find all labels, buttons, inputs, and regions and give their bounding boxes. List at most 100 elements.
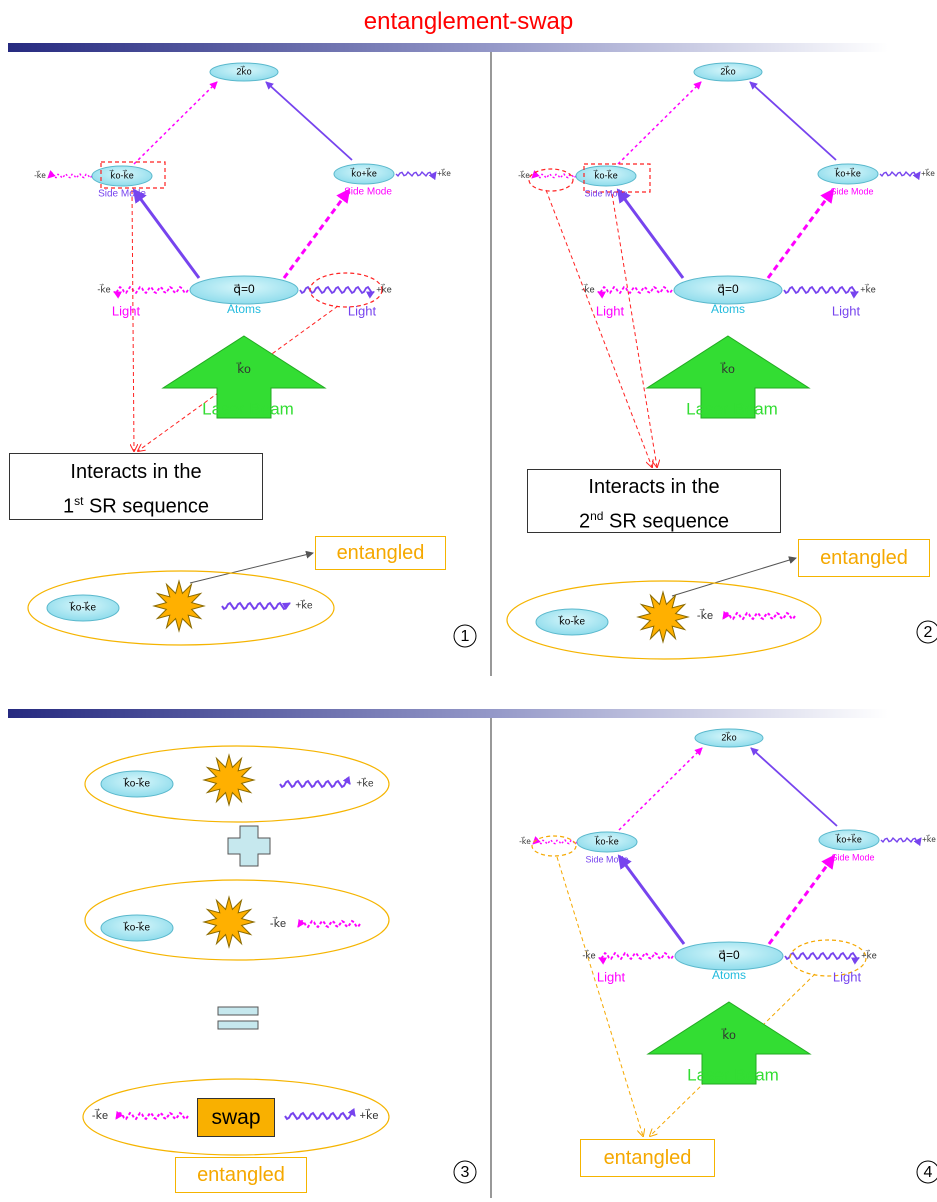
p3-plus-sign <box>227 825 271 867</box>
p1-side-mode-left: Side Mode <box>98 189 146 200</box>
header-bar-bottom <box>8 709 888 718</box>
p4-label-plus-ke: +k⃗e <box>861 950 876 961</box>
p3-ellipse-1 <box>84 745 390 823</box>
p1-node-2k0 <box>209 62 279 82</box>
p1-node-k0-minus-ke-label: k⃗o-k⃗e <box>109 170 134 181</box>
p2-bottom-node-label: k⃗o-k⃗e <box>558 615 586 628</box>
p2-laser-arrow <box>645 335 811 419</box>
p2-side-mode-right: Side Mode <box>830 186 873 196</box>
p1-red-line-side <box>132 189 134 451</box>
p1-bottom-plus-ke: +k⃗e <box>295 599 313 612</box>
p4-highlight-minus-ke <box>531 835 577 857</box>
p4-atoms-label: Atoms <box>712 968 746 982</box>
p1-side-mode-right: Side Mode <box>344 187 392 198</box>
p1-light-right: Light <box>348 303 377 318</box>
p2-red-line-light <box>545 189 652 467</box>
p1-node-atoms-label: q⃗=0 <box>233 282 255 296</box>
p1-label-plus-ke-small: +k⃗e <box>437 168 451 178</box>
p3-ellipse-2 <box>84 879 390 961</box>
interacts-line2: 2nd SR sequence <box>578 509 730 533</box>
p4-side-mode-right: Side Mode <box>831 852 874 862</box>
p3-row1-plus-ke: +k⃗e <box>356 777 374 790</box>
p2-label-minus-ke-small: -k⃗e <box>518 170 530 180</box>
p2-wave-right-light <box>783 285 859 299</box>
p3-row2-minus-ke: -k⃗e <box>270 916 286 930</box>
p4-node-k0-minus-ke-label: k⃗o-k⃗e <box>594 836 619 847</box>
p4-wave-right-light <box>784 951 860 965</box>
p1-bottom-node-label: k⃗o-k⃗e <box>69 601 97 614</box>
p4-label-minus-ke-small: -k⃗e <box>519 836 531 846</box>
p1-node-k0-plus-ke <box>333 163 395 185</box>
p4-node-2k0-label: 2k⃗o <box>721 732 736 743</box>
p1-node-k0-plus-ke-label: k⃗o+k⃗e <box>350 168 377 179</box>
p4-laser-k0: k⃗o <box>721 1027 736 1042</box>
p2-label-plus-ke-small: +k⃗e <box>921 168 935 178</box>
p3-row3-wave-right <box>284 1107 356 1121</box>
p4-node-k0-minus-ke <box>576 831 638 853</box>
p2-side-mode-left: Side Mode <box>584 188 627 198</box>
p2-highlight-k0-minus-ke <box>583 163 651 193</box>
p1-arrow-left-top <box>133 81 218 165</box>
p2-wave-right-side <box>879 171 921 181</box>
p2-node-k0-minus-ke <box>575 165 637 187</box>
p2-atoms-label: Atoms <box>711 302 745 316</box>
p4-arrow-left-top <box>618 747 703 831</box>
p1-node-2k0-label: 2k⃗o <box>236 66 251 77</box>
p4-label-minus-ke: -k⃗e <box>582 950 595 961</box>
p1-wave-right-side <box>395 171 437 181</box>
interacts-box-2: Interacts in the 2nd SR sequence <box>527 469 781 533</box>
p3-row3-wave-left <box>115 1110 189 1121</box>
interacts-line1: Interacts in the <box>70 461 202 483</box>
p4-number-digit: 4 <box>924 1164 933 1181</box>
p3-row2-wave <box>297 918 361 929</box>
p2-entangled-ellipse <box>506 580 822 660</box>
p2-label-minus-ke: -k⃗e <box>581 284 594 295</box>
p1-label-plus-ke: +k⃗e <box>376 284 391 295</box>
entangled-box-1: entangled <box>315 536 446 570</box>
p4-highlight-plus-ke <box>789 939 867 977</box>
p3-equals-top <box>217 1006 259 1016</box>
p4-wave-left-light <box>598 951 674 965</box>
p3-equals-bottom <box>217 1020 259 1030</box>
p3-row1-star <box>202 753 256 807</box>
p4-arrow-atoms-right <box>767 854 836 945</box>
p2-star <box>636 590 690 644</box>
p2-node-2k0-label: 2k⃗o <box>720 66 735 77</box>
p2-bottom-wave <box>722 610 796 621</box>
p4-node-2k0 <box>694 728 764 748</box>
p2-arrow-right-top <box>749 81 837 161</box>
p3-number-digit: 3 <box>461 1164 470 1181</box>
p1-laser-beam-label: Laser Beam <box>202 399 294 418</box>
p2-node-2k0 <box>693 62 763 82</box>
p1-node-k0-minus-ke <box>91 165 153 187</box>
p1-node-atoms <box>189 275 299 305</box>
entangled-box-4: entangled <box>580 1139 715 1177</box>
p4-wave-left-side <box>532 836 578 845</box>
p2-arrow-atoms-right <box>766 188 835 279</box>
entangled-box-2: entangled <box>798 539 930 577</box>
p2-bottom-minus-ke: -k⃗e <box>697 608 713 622</box>
p1-label-minus-ke-small: -k⃗e <box>34 170 46 180</box>
interacts-box-1: Interacts in the 1st SR sequence <box>9 453 263 520</box>
p2-label-plus-ke: +k⃗e <box>860 284 875 295</box>
p1-label-minus-ke: -k⃗e <box>97 284 110 295</box>
p1-wave-left-side <box>47 170 93 179</box>
p1-number-digit: 1 <box>461 628 470 645</box>
p3-ellipse-3 <box>82 1078 390 1156</box>
p1-laser-k0: k⃗o <box>236 361 251 376</box>
p4-laser-arrow <box>646 1001 812 1085</box>
p3-row1-wave <box>279 775 351 789</box>
p4-node-atoms <box>674 941 784 971</box>
p1-arrow-atoms-right <box>282 188 351 279</box>
p4-side-mode-left: Side Mode <box>585 854 628 864</box>
p2-laser-k0: k⃗o <box>720 361 735 376</box>
p3-row2-star <box>202 895 256 949</box>
p1-wave-left-light <box>113 285 189 299</box>
page-title: entanglement-swap <box>363 8 574 35</box>
swap-box: swap <box>197 1098 275 1137</box>
p3-row1-node-label: k⃗o-k⃗e <box>123 777 151 790</box>
p2-node-atoms-label: q⃗=0 <box>717 282 739 296</box>
p2-bottom-node <box>535 608 609 636</box>
p4-node-k0-plus-ke <box>818 829 880 851</box>
